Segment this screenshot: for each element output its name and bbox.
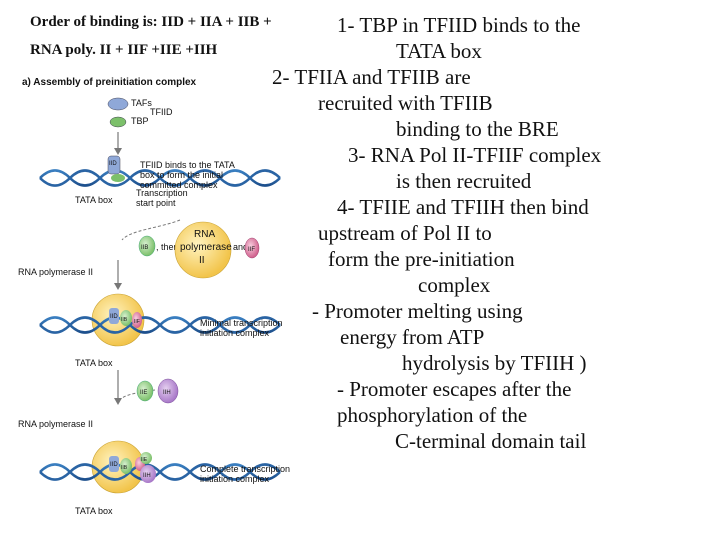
iid-label-3: IID <box>110 462 118 468</box>
text-line-5: binding to the BRE <box>396 117 559 141</box>
recruit-arrow-icon-2 <box>121 389 156 399</box>
arrow-head-icon <box>114 148 122 155</box>
rna-polymerase-icon <box>174 221 232 279</box>
rna-pol-line1: RNA <box>194 229 215 240</box>
text-line-9: upstream of Pol II to <box>318 221 492 245</box>
dna-helix-3 <box>39 463 281 481</box>
complete-iib-icon <box>120 458 132 474</box>
dna-helix-1 <box>39 169 281 187</box>
figure-title: a) Assembly of preinitiation complex <box>22 77 197 88</box>
arrow-head-icon-2 <box>114 283 122 290</box>
iie-label-2: IIE <box>141 457 148 463</box>
tata-box-label-1: TATA box <box>75 195 113 205</box>
minimal-complex-line2: initiation complex <box>200 328 270 338</box>
tafs-label: TAFs <box>131 98 152 108</box>
minimal-iid-icon <box>109 308 119 324</box>
text-line-2: TATA box <box>396 39 482 63</box>
text-line-12: - Promoter melting using <box>312 299 523 323</box>
tata-box-label-3: TATA box <box>75 506 113 516</box>
iih-label-2: IIH <box>143 473 151 479</box>
rna-pol-line3: II <box>199 255 205 266</box>
arrow-head-icon-3 <box>114 398 122 405</box>
minimal-iif-icon <box>132 312 142 328</box>
and-label: and <box>233 242 248 252</box>
transcription-start-line1: Transcription <box>136 188 188 198</box>
tfiid-label: TFIID <box>150 107 173 117</box>
tfiid-binds-line2: box to form the initial <box>140 170 223 180</box>
text-line-14: hydrolysis by TFIIH ) <box>402 351 587 375</box>
text-line-17: C-terminal domain tail <box>395 429 587 453</box>
rna-pol-line2: polymerase <box>180 242 232 253</box>
text-line-8: 4- TFIIE and TFIIH then bind <box>337 195 589 219</box>
iie-icon <box>136 380 154 402</box>
then-label: , then <box>156 242 179 252</box>
minimal-iib-icon <box>120 310 132 326</box>
tata-box-label-2: TATA box <box>75 358 113 368</box>
tbp-label: TBP <box>131 116 149 126</box>
iib-label-2: IIB <box>121 317 128 323</box>
iih-label: IIH <box>163 390 171 396</box>
complete-iih-icon <box>140 465 156 483</box>
preinitiation-complex-figure: a) Assembly of preinitiation complex TAF… <box>18 77 290 516</box>
text-line-13: energy from ATP <box>340 325 485 349</box>
bound-tfiid-icon <box>107 155 121 175</box>
iid-label-1: IID <box>109 161 117 167</box>
complete-iid-icon <box>109 456 119 472</box>
bound-tbp-icon <box>111 174 125 182</box>
iie-label: IIE <box>140 390 147 396</box>
iib-icon <box>138 235 156 257</box>
minimal-complex-line1: Minimal transcription <box>200 318 283 328</box>
text-line-1: 1- TBP in TFIID binds to the <box>337 13 581 37</box>
dna-helix-2 <box>39 316 281 334</box>
text-line-15: - Promoter escapes after the <box>337 377 572 401</box>
rna-polymerase-label-1: RNA polymerase II <box>18 267 93 277</box>
text-line-16: phosphorylation of the <box>337 403 528 427</box>
iif-label-2: IIF <box>134 319 140 325</box>
text-line-11: complex <box>418 273 491 297</box>
text-line-3: 2- TFIIA and TFIIB are <box>272 65 471 89</box>
complete-iie-icon <box>140 452 152 464</box>
transcription-start-line2: start point <box>136 198 176 208</box>
text-line-4: recruited with TFIIB <box>318 91 493 115</box>
complete-complex-line1: Complete transcription <box>200 464 290 474</box>
iib-label-3: IIB <box>121 465 128 471</box>
text-line-10: form the pre-initiation <box>328 247 515 271</box>
tfiid-binds-line1: TFIID binds to the TATA <box>140 160 235 170</box>
iif-label: IIF <box>248 247 255 253</box>
iid-label-2: IID <box>110 314 118 320</box>
iib-label: IIB <box>141 245 148 251</box>
text-line-7: is then recruited <box>396 169 532 193</box>
tfiid-icon <box>107 97 129 128</box>
iif-icon <box>244 237 260 259</box>
binding-order-header-line2: RNA poly. II + IIF +IIE +IIH <box>30 42 218 58</box>
text-line-6: 3- RNA Pol II-TFIIF complex <box>348 143 602 167</box>
recruit-arrow-icon <box>121 219 181 241</box>
iih-icon <box>157 378 179 404</box>
binding-order-header-line1: Order of binding is: IID + IIA + IIB + <box>30 14 272 30</box>
complete-complex-line2: initiation complex <box>200 474 270 484</box>
tfiid-binds-line3: committed complex <box>140 180 218 190</box>
rna-polymerase-label-2: RNA polymerase II <box>18 419 93 429</box>
